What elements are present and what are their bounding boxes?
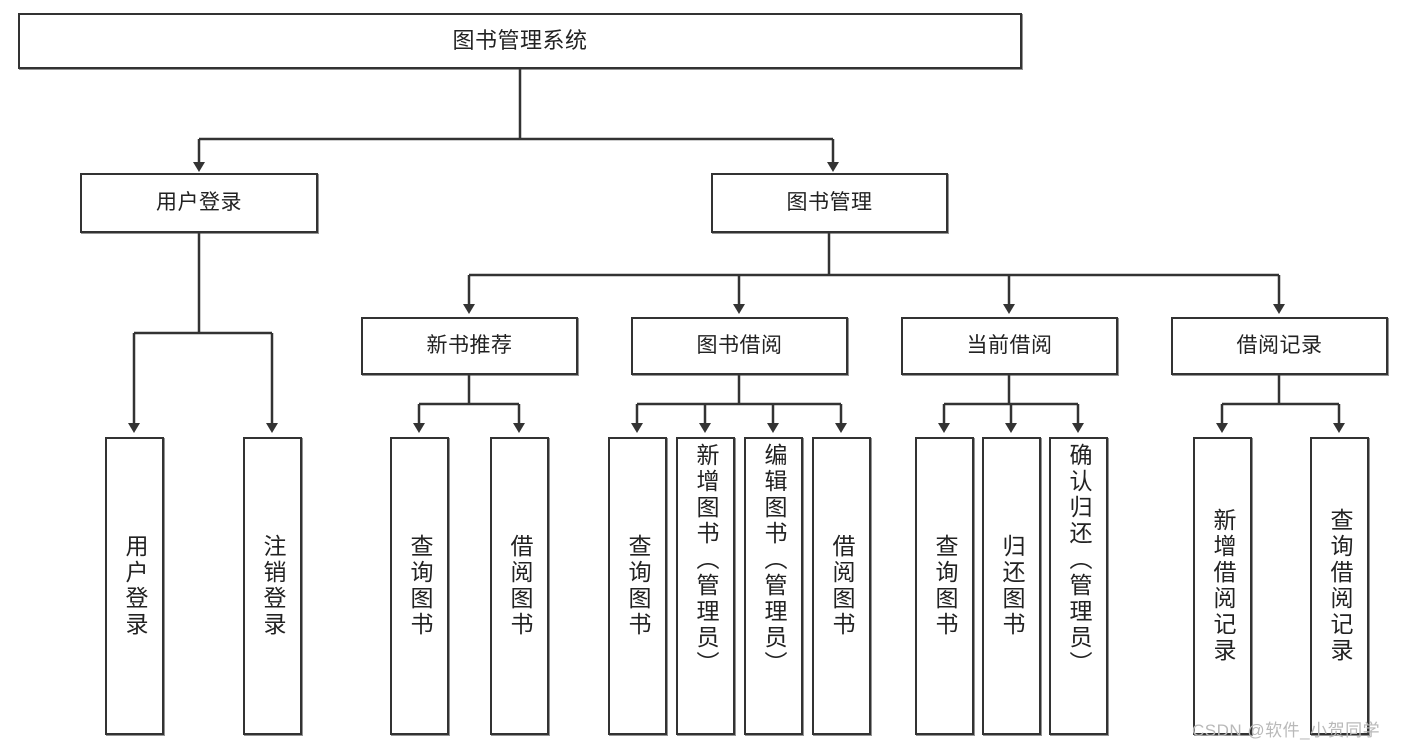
leaf-edit-book-admin[interactable]: 编辑图书（管理员）	[744, 437, 803, 735]
leaf-borrow-books-borrowing[interactable]: 借阅图书	[812, 437, 871, 735]
node-label: 用户登录	[156, 190, 242, 214]
node-label: 确认归还（管理员）	[1066, 443, 1092, 677]
node-label: 编辑图书（管理员）	[761, 443, 787, 677]
node-label: 归还图书	[999, 534, 1025, 638]
node-label: 新书推荐	[426, 333, 513, 357]
node-book-management-system[interactable]: 图书管理系统	[18, 13, 1022, 69]
leaf-return-books[interactable]: 归还图书	[982, 437, 1041, 735]
node-label: 借阅图书	[507, 534, 533, 638]
node-label: 查询图书	[625, 534, 651, 638]
node-label: 查询图书	[407, 534, 433, 638]
node-current-borrowing[interactable]: 当前借阅	[901, 317, 1118, 375]
node-label: 当前借阅	[966, 333, 1053, 357]
node-label: 图书借阅	[696, 333, 783, 357]
leaf-query-books-recommend[interactable]: 查询图书	[390, 437, 449, 735]
leaf-query-borrow-record[interactable]: 查询借阅记录	[1310, 437, 1369, 735]
node-label: 用户登录	[122, 534, 148, 638]
leaf-query-books-current[interactable]: 查询图书	[915, 437, 974, 735]
node-label: 图书管理	[786, 190, 873, 214]
node-label: 新增借阅记录	[1210, 508, 1236, 664]
leaf-add-borrow-record[interactable]: 新增借阅记录	[1193, 437, 1252, 735]
node-book-borrowing[interactable]: 图书借阅	[631, 317, 848, 375]
node-label: 借阅图书	[829, 534, 855, 638]
node-label: 查询借阅记录	[1327, 508, 1353, 664]
leaf-query-books-borrowing[interactable]: 查询图书	[608, 437, 667, 735]
leaf-add-book-admin[interactable]: 新增图书（管理员）	[676, 437, 735, 735]
node-label: 新增图书（管理员）	[693, 443, 719, 677]
leaf-user-login[interactable]: 用户登录	[105, 437, 164, 735]
node-label: 查询图书	[932, 534, 958, 638]
leaf-logout[interactable]: 注销登录	[243, 437, 302, 735]
node-label: 图书管理系统	[452, 28, 588, 54]
node-label: 注销登录	[260, 534, 286, 638]
node-label: 借阅记录	[1236, 333, 1323, 357]
node-user-login[interactable]: 用户登录	[80, 173, 318, 233]
leaf-borrow-books-recommend[interactable]: 借阅图书	[490, 437, 549, 735]
node-new-book-recommendation[interactable]: 新书推荐	[361, 317, 578, 375]
leaf-confirm-return-admin[interactable]: 确认归还（管理员）	[1049, 437, 1108, 735]
node-book-management[interactable]: 图书管理	[711, 173, 948, 233]
node-borrowing-records[interactable]: 借阅记录	[1171, 317, 1388, 375]
